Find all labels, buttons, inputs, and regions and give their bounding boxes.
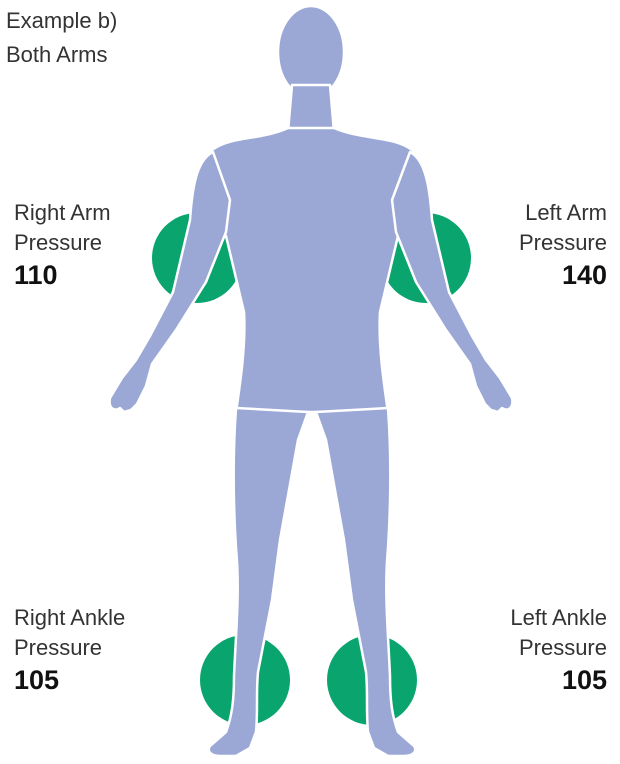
left-ankle-pressure-value: 105 <box>510 663 607 697</box>
example-subtitle: Both Arms <box>6 38 117 72</box>
right-arm-label-line2: Pressure <box>14 228 111 258</box>
right-ankle-label-line2: Pressure <box>14 633 125 663</box>
left-arm-label: Left Arm Pressure 140 <box>519 198 607 292</box>
example-title: Example b) <box>6 4 117 38</box>
left-arm-label-line1: Left Arm <box>519 198 607 228</box>
right-arm-label: Right Arm Pressure 110 <box>14 198 111 292</box>
example-header: Example b) Both Arms <box>6 4 117 72</box>
right-ankle-label-line1: Right Ankle <box>14 603 125 633</box>
right-ankle-label: Right Ankle Pressure 105 <box>14 603 125 697</box>
right-arm-pressure-value: 110 <box>14 258 111 292</box>
left-arm-label-line2: Pressure <box>519 228 607 258</box>
human-silhouette <box>110 6 513 756</box>
right-ankle-pressure-value: 105 <box>14 663 125 697</box>
left-ankle-label-line2: Pressure <box>510 633 607 663</box>
left-arm-pressure-value: 140 <box>519 258 607 292</box>
right-arm-label-line1: Right Arm <box>14 198 111 228</box>
left-ankle-label-line1: Left Ankle <box>510 603 607 633</box>
left-ankle-label: Left Ankle Pressure 105 <box>510 603 607 697</box>
